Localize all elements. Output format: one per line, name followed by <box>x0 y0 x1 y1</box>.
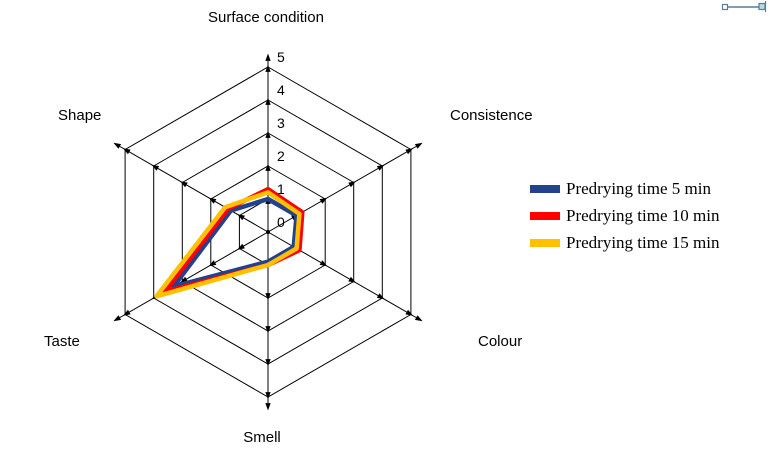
axis-arrowhead <box>180 181 188 188</box>
ring-label-3: 3 <box>277 115 285 131</box>
ring-label-1: 1 <box>277 181 285 197</box>
axis-label-taste: Taste <box>44 333 80 350</box>
ring-label-4: 4 <box>277 82 285 98</box>
axis-arrowhead <box>265 163 271 171</box>
axis-arrowhead <box>319 260 328 267</box>
axis-arrowhead <box>348 276 356 283</box>
axis-arrowhead <box>208 260 217 267</box>
axis-arrowhead <box>265 97 271 105</box>
center-dot <box>266 230 270 234</box>
axis-label-smell: Smell <box>243 429 281 446</box>
legend-swatch-10min <box>530 211 560 220</box>
legend-item-5min: Predrying time 5 min <box>530 177 719 200</box>
axis-arrowhead <box>414 315 423 322</box>
legend-label-5min: Predrying time 5 min <box>566 178 711 198</box>
axis-arrowhead <box>265 130 271 138</box>
axis-label-consistence: Consistence <box>450 107 533 124</box>
axis-spoke <box>115 231 269 321</box>
axis-arrowhead <box>208 197 217 204</box>
axis-arrowhead <box>265 64 271 72</box>
ring-label-5: 5 <box>277 49 285 65</box>
series-line-1 <box>171 196 299 289</box>
axis-arrowhead <box>122 309 131 316</box>
axis-arrowhead <box>122 148 131 155</box>
axis-label-surface-condition: Surface condition <box>208 9 324 26</box>
axis-arrowhead <box>376 293 385 300</box>
axis-arrowhead <box>319 197 328 204</box>
connector-handle-icon[interactable] <box>721 0 767 14</box>
axis-arrowhead <box>237 214 245 221</box>
axis-arrowhead <box>405 309 414 316</box>
axis-arrowhead <box>237 243 245 250</box>
axis-arrowhead <box>265 326 271 334</box>
connector-handle-glyph <box>721 1 767 12</box>
axis-arrowhead <box>265 359 271 367</box>
axis-arrowhead <box>265 53 271 61</box>
axis-arrowhead <box>265 403 271 411</box>
axis-arrowhead <box>265 392 271 400</box>
legend-label-15min: Predrying time 15 min <box>566 232 720 252</box>
axis-arrowhead <box>405 148 414 155</box>
axis-arrowhead <box>376 164 385 171</box>
legend-label-10min: Predrying time 10 min <box>566 205 720 225</box>
legend-item-10min: Predrying time 10 min <box>530 204 719 227</box>
axis-spoke <box>115 143 269 233</box>
chart-legend: Predrying time 5 min Predrying time 10 m… <box>530 177 719 254</box>
axis-label-colour: Colour <box>478 333 522 350</box>
axis-spoke <box>267 143 421 233</box>
ring-label-0: 0 <box>277 214 285 230</box>
axis-arrowhead <box>348 181 356 188</box>
axis-spoke <box>267 231 421 321</box>
axis-arrowhead <box>265 293 271 301</box>
legend-item-15min: Predrying time 15 min <box>530 231 719 254</box>
axis-arrowhead <box>414 142 423 149</box>
series-line-3 <box>154 190 302 299</box>
axis-arrowhead <box>113 142 122 149</box>
axis-label-shape: Shape <box>58 107 101 124</box>
legend-swatch-5min <box>530 184 560 193</box>
ring-label-2: 2 <box>277 148 285 164</box>
axis-arrowhead <box>151 164 160 171</box>
axis-arrowhead <box>113 315 122 322</box>
legend-swatch-15min <box>530 238 560 247</box>
